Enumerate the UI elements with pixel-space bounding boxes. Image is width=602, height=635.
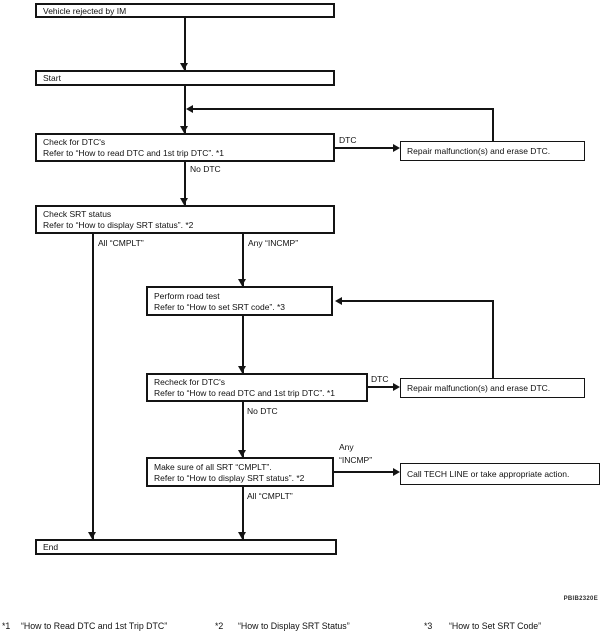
- arrowhead-down-icon: [238, 279, 246, 286]
- edge-label-no-dtc-1: No DTC: [190, 164, 221, 174]
- flow-box-repair-erase-dtc-2: Repair malfunction(s) and erase DTC.: [400, 378, 585, 398]
- figure-code: PBIB2320E: [563, 596, 598, 602]
- footnote-text: “How to Set SRT Code”: [449, 621, 542, 631]
- flow-box-text: Refer to “How to display SRT status”. *2: [43, 220, 194, 230]
- flow-box-text: End: [43, 542, 59, 552]
- flow-box-end: End: [35, 539, 337, 555]
- arrowhead-down-icon: [180, 126, 188, 133]
- flow-box-text: Repair malfunction(s) and erase DTC.: [407, 146, 551, 156]
- flow-box-text: Call TECH LINE or take appropriate actio…: [407, 469, 570, 479]
- footnote-marker: *2: [215, 621, 224, 631]
- connector-line: [184, 86, 186, 133]
- flow-box-check-srt-status: Check SRT status Refer to “How to displa…: [35, 205, 335, 234]
- flow-box-text: Refer to “How to display SRT status”. *2: [154, 472, 305, 483]
- arrowhead-down-icon: [180, 63, 188, 70]
- connector-line: [242, 487, 244, 539]
- arrowhead-right-icon: [393, 144, 400, 152]
- flow-box-repair-erase-dtc-1: Repair malfunction(s) and erase DTC.: [400, 141, 585, 161]
- flow-box-text: Refer to “How to read DTC and 1st trip D…: [154, 388, 335, 398]
- flow-box-text: Start: [43, 73, 61, 83]
- connector-line: [184, 18, 186, 70]
- arrowhead-right-icon: [393, 468, 400, 476]
- flow-box-text: Check for DTC's: [43, 137, 106, 147]
- flow-box-check-dtc: Check for DTC's Refer to “How to read DT…: [35, 133, 335, 162]
- connector-line: [242, 316, 244, 373]
- connector-line: [341, 300, 494, 302]
- connector-line: [242, 234, 244, 286]
- footnote-marker: *1: [2, 621, 11, 631]
- edge-label-any-incmp-2-line1: Any: [339, 442, 354, 452]
- edge-label-dtc-2: DTC: [371, 374, 389, 384]
- arrowhead-down-icon: [238, 450, 246, 457]
- arrowhead-left-icon: [186, 105, 193, 113]
- footnote-marker: *3: [424, 621, 433, 631]
- flow-box-recheck-dtc: Recheck for DTC's Refer to “How to read …: [146, 373, 368, 402]
- edge-label-any-incmp-2-line2: “INCMP”: [339, 455, 373, 465]
- footnote-text: “How to Read DTC and 1st Trip DTC”: [21, 621, 168, 631]
- edge-label-no-dtc-2: No DTC: [247, 406, 278, 416]
- arrowhead-down-icon: [180, 198, 188, 205]
- flow-box-text: Recheck for DTC's: [154, 377, 226, 387]
- flow-box-text: Check SRT status: [43, 209, 112, 219]
- flow-box-text: Refer to “How to set SRT code”. *3: [154, 301, 286, 312]
- edge-label-all-cmplt-1: All “CMPLT”: [98, 238, 144, 248]
- flow-box-make-sure-srt-cmplt: Make sure of all SRT “CMPLT”. Refer to “…: [146, 457, 334, 487]
- flow-box-start: Start: [35, 70, 335, 86]
- flow-box-text: Perform road test: [154, 290, 220, 301]
- flow-box-text: Refer to “How to read DTC and 1st trip D…: [43, 148, 224, 158]
- edge-label-any-incmp-1: Any “INCMP”: [248, 238, 299, 248]
- connector-line: [242, 402, 244, 457]
- arrowhead-down-icon: [238, 366, 246, 373]
- flow-box-perform-road-test: Perform road test Refer to “How to set S…: [146, 286, 333, 316]
- flow-box-text: Vehicle rejected by IM: [43, 5, 127, 16]
- connector-line: [192, 108, 494, 110]
- footnotes-row: *1 “How to Read DTC and 1st Trip DTC” *2…: [0, 621, 602, 633]
- flow-box-vehicle-rejected: Vehicle rejected by IM: [35, 3, 335, 18]
- connector-line: [492, 300, 494, 378]
- edge-label-all-cmplt-2: All “CMPLT”: [247, 491, 293, 501]
- edge-label-dtc-1: DTC: [339, 135, 357, 145]
- arrowhead-right-icon: [393, 383, 400, 391]
- arrowhead-down-icon: [88, 532, 96, 539]
- footnote-text: “How to Display SRT Status”: [238, 621, 350, 631]
- arrowhead-down-icon: [238, 532, 246, 539]
- connector-line: [92, 234, 94, 539]
- connector-line: [492, 108, 494, 141]
- flow-box-text: Repair malfunction(s) and erase DTC.: [407, 383, 551, 393]
- flow-box-text: Make sure of all SRT “CMPLT”.: [154, 461, 272, 472]
- arrowhead-left-icon: [335, 297, 342, 305]
- connector-line: [334, 471, 393, 473]
- connector-line: [368, 386, 393, 388]
- connector-line: [184, 162, 186, 205]
- connector-line: [335, 147, 393, 149]
- flow-box-call-tech-line: Call TECH LINE or take appropriate actio…: [400, 463, 600, 485]
